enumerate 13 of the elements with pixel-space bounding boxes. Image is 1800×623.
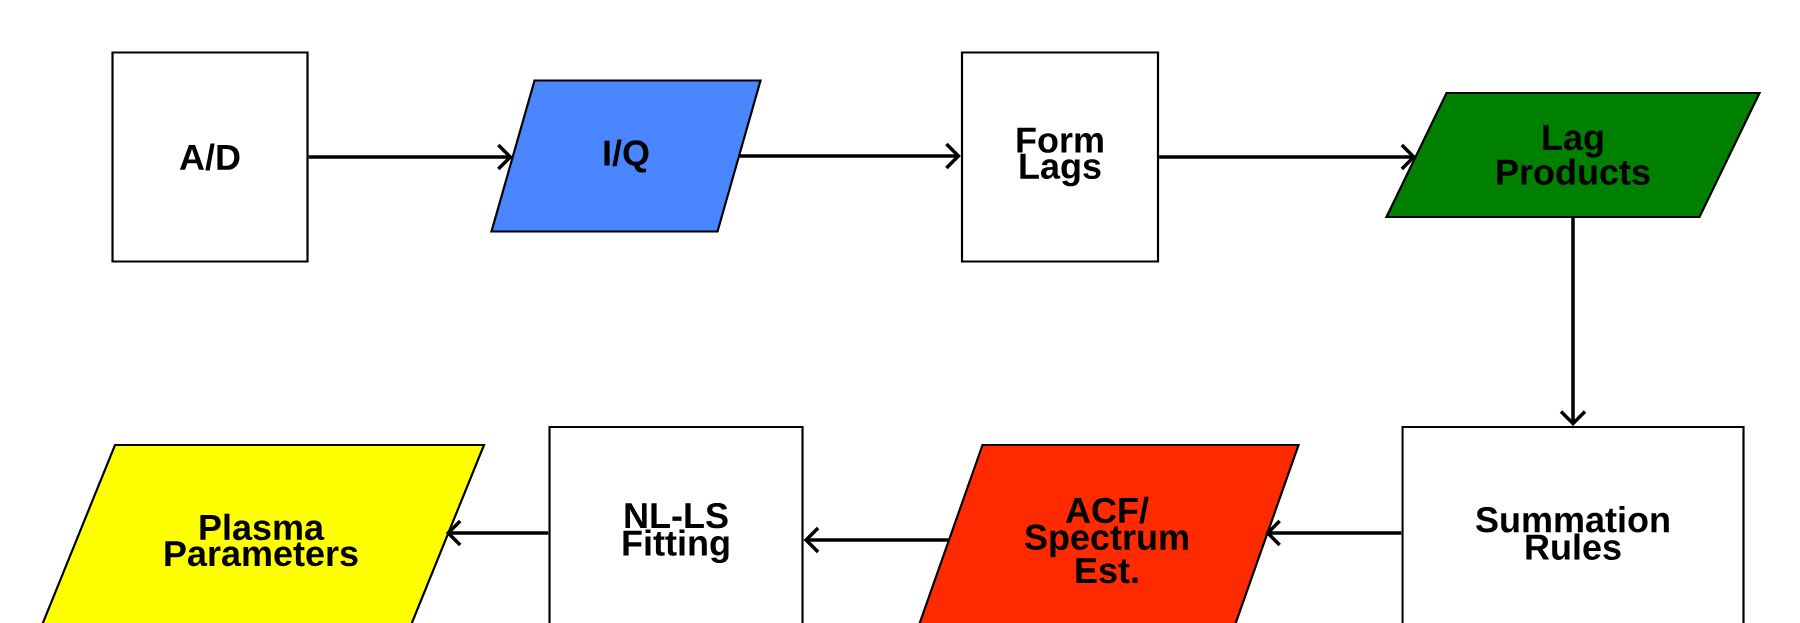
process-box: Form Lags [960,51,1160,263]
arrow [1265,519,1402,547]
process-box: A/D [111,51,309,263]
process-box: Summation Rules [1401,425,1745,623]
process-box: NL-LS Fitting [548,425,804,623]
arrow [445,519,549,547]
arrow [803,526,949,554]
arrow [308,143,513,171]
parallelogram: I/Q [490,79,762,233]
parallelogram: Plasma Parameters [36,443,486,623]
arrow [1159,143,1417,171]
arrow [1559,217,1587,426]
arrow [739,142,961,170]
